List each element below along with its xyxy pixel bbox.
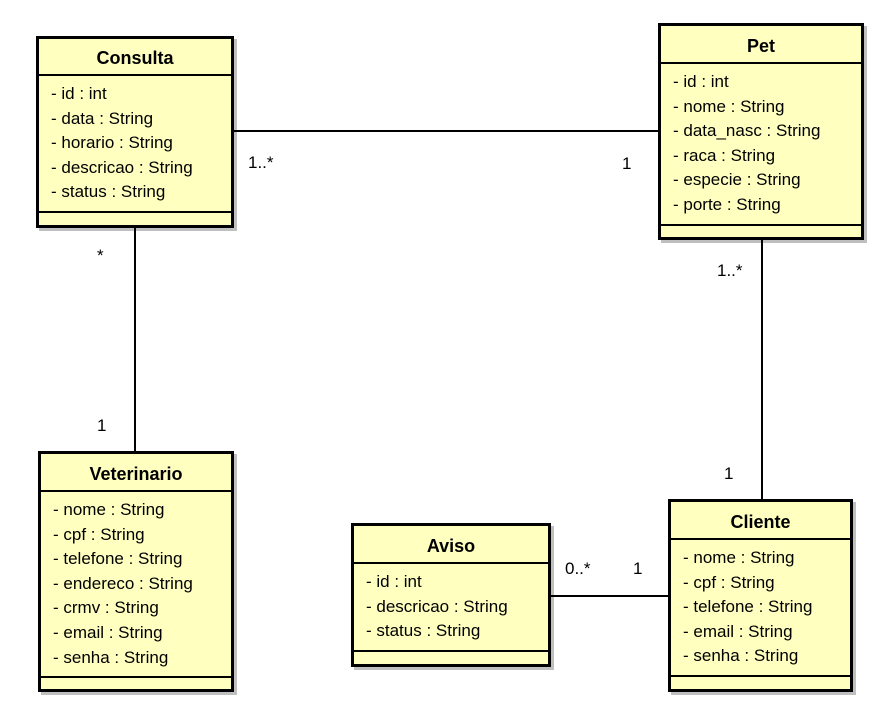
class-name: Veterinario xyxy=(41,454,231,492)
class-operations xyxy=(354,652,548,666)
class-attributes: - nome : String - cpf : String - telefon… xyxy=(41,492,231,679)
class-attributes: - nome : String - cpf : String - telefon… xyxy=(671,540,850,677)
attribute: - id : int xyxy=(51,84,107,103)
multiplicity-consulta-pet-target: 1 xyxy=(622,154,632,173)
attribute: - nome : String xyxy=(53,500,165,519)
class-cliente[interactable]: Cliente - nome : String - cpf : String -… xyxy=(668,499,853,692)
multiplicity-consulta-pet-source: 1..* xyxy=(248,153,274,172)
attribute: - status : String xyxy=(366,621,481,641)
class-name: Aviso xyxy=(354,526,548,564)
multiplicity-consulta-veterinario-target: 1 xyxy=(97,416,107,435)
attribute: - email : String xyxy=(53,622,163,642)
attribute: - nome : String xyxy=(673,96,785,116)
class-operations xyxy=(671,677,850,691)
attribute: - crmv : String xyxy=(53,598,159,618)
multiplicity-pet-cliente-target: 1 xyxy=(724,464,734,483)
multiplicity-aviso-cliente-source: 0..* xyxy=(565,559,591,578)
attribute: - descricao : String xyxy=(51,157,193,177)
class-attributes: - id : int - descricao : String - status… xyxy=(354,564,548,652)
class-operations xyxy=(41,678,231,692)
attribute: - telefone : String xyxy=(683,597,813,617)
attribute: - cpf : String xyxy=(683,572,775,592)
attribute: - especie : String xyxy=(673,170,801,190)
class-veterinario[interactable]: Veterinario - nome : String - cpf : Stri… xyxy=(38,451,234,692)
class-operations xyxy=(661,226,861,240)
attribute: - horario : String xyxy=(51,133,173,153)
multiplicity-pet-cliente-source: 1..* xyxy=(717,261,743,280)
multiplicity-aviso-cliente-target: 1 xyxy=(633,559,643,578)
attribute: - data_nasc : String xyxy=(673,121,821,141)
attribute: - senha : String xyxy=(53,647,169,667)
class-attributes: - id : int - nome : String - data_nasc :… xyxy=(661,64,861,226)
attribute: - data : String xyxy=(51,108,154,128)
attribute: - telefone : String xyxy=(53,549,183,569)
class-operations xyxy=(39,213,231,227)
multiplicity-consulta-veterinario-source: * xyxy=(97,246,104,265)
attribute: - id : int xyxy=(366,572,422,591)
attribute: - endereco : String xyxy=(53,573,193,593)
attribute: - senha : String xyxy=(683,646,799,666)
attribute: - nome : String xyxy=(683,548,795,567)
attribute: - raca : String xyxy=(673,145,776,165)
class-aviso[interactable]: Aviso - id : int - descricao : String - … xyxy=(351,523,551,667)
class-name: Pet xyxy=(661,26,861,64)
attribute: - porte : String xyxy=(673,194,781,214)
class-pet[interactable]: Pet - id : int - nome : String - data_na… xyxy=(658,23,864,240)
attribute: - descricao : String xyxy=(366,596,508,616)
attribute: - cpf : String xyxy=(53,524,145,544)
class-name: Consulta xyxy=(39,39,231,76)
attribute: - email : String xyxy=(683,621,793,641)
attribute: - id : int xyxy=(673,72,729,91)
class-consulta[interactable]: Consulta - id : int - data : String - ho… xyxy=(36,36,234,228)
class-attributes: - id : int - data : String - horario : S… xyxy=(39,76,231,213)
attribute: - status : String xyxy=(51,182,166,202)
class-name: Cliente xyxy=(671,502,850,540)
